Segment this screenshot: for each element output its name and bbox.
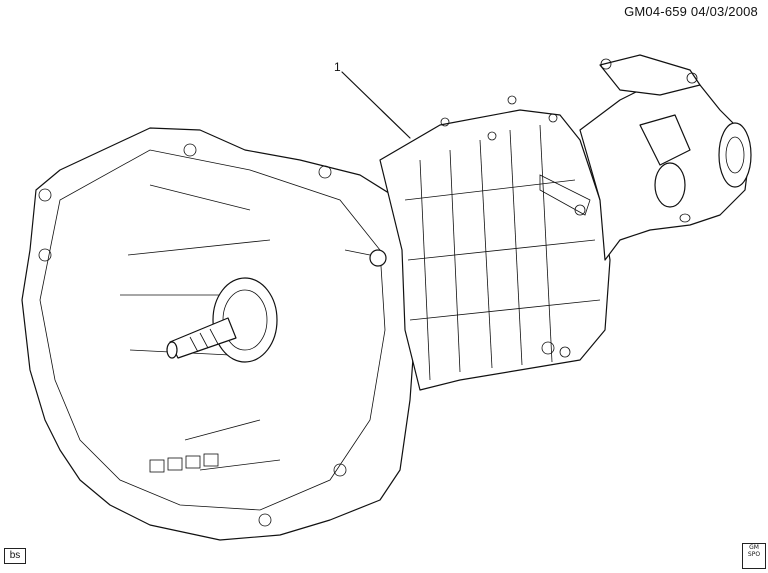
gm-spo-logo: GM SPO (742, 543, 766, 569)
vent-cap (369, 249, 387, 267)
callout-leader-1 (341, 71, 411, 139)
bs-badge: bs (4, 548, 26, 564)
main-case (379, 109, 611, 391)
reference-code: GM04-659 04/03/2008 (624, 4, 758, 19)
shifter-mount (599, 54, 701, 96)
logo-top-text: GM (749, 544, 759, 551)
output-flange (718, 122, 752, 188)
logo-bottom-text: SPO (747, 551, 761, 558)
callout-label-1: 1 (334, 60, 341, 74)
